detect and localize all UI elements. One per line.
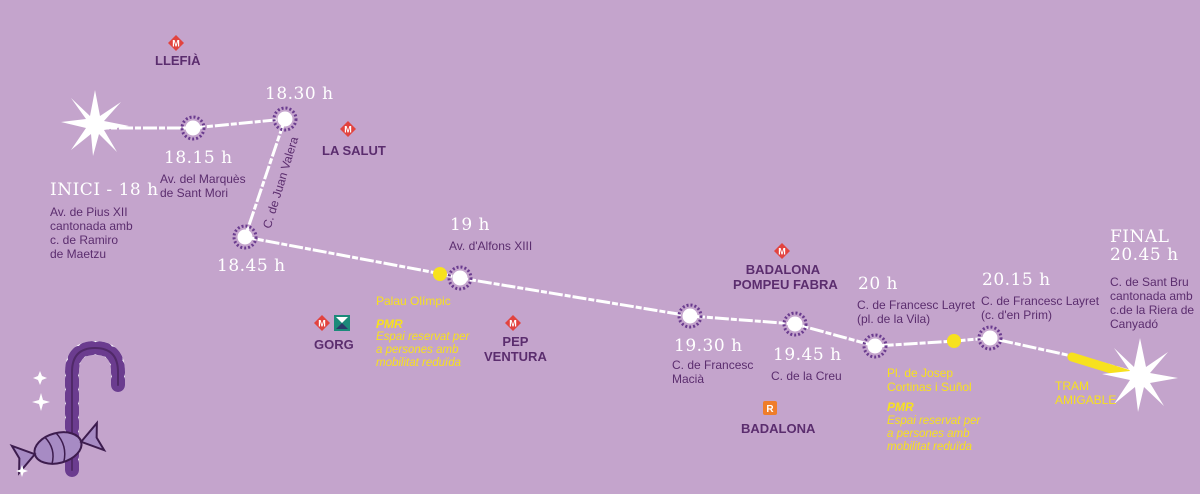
stop-address-1900: Av. d'Alfons XIII [449, 239, 533, 253]
stop-marker [862, 333, 888, 359]
pmr-title-2: PMR [887, 400, 914, 414]
stop-time-2015: 20.15 h [982, 270, 1051, 290]
svg-text:M: M [344, 125, 352, 135]
candy-icon [9, 420, 107, 476]
metro-icon: M [314, 315, 330, 336]
stop-time-1815: 18.15 h [164, 148, 233, 168]
tram-icon [334, 315, 350, 336]
metro-station-la-salut: LA SALUT [322, 143, 386, 158]
pmr-title-1: PMR [376, 317, 403, 331]
stop-marker [977, 325, 1003, 351]
stop-marker [272, 106, 298, 132]
stop-time-1930: 19.30 h [674, 336, 743, 356]
stop-marker [180, 115, 206, 141]
stop-address-1945: C. de la Creu [771, 369, 842, 383]
metro-icon: M [505, 315, 521, 336]
stop-address-2000: C. de Francesc Layret(pl. de la Vila) [857, 298, 976, 326]
stop-time-1900: 19 h [450, 215, 490, 235]
svg-text:M: M [509, 319, 517, 329]
candy-cane-icon [65, 340, 125, 477]
finish-time: 20.45 h [1110, 245, 1179, 265]
svg-text:M: M [778, 247, 786, 257]
stop-time-1845: 18.45 h [217, 256, 286, 276]
metro-icon: M [340, 121, 356, 142]
sparkle-icon [16, 371, 50, 477]
rodalies-icon: R [763, 401, 777, 420]
stop-time-1945: 19.45 h [773, 345, 842, 365]
train-station-badalona: BADALONA [741, 421, 816, 436]
stop-time-2000: 20 h [858, 274, 898, 294]
stop-marker [232, 224, 258, 250]
stop-marker [677, 303, 703, 329]
start-time: INICI - 18 h [50, 180, 159, 200]
pmr-place-palau-olimpic: Palau Olímpic [376, 294, 451, 308]
metro-station-gorg: GORG [314, 337, 354, 352]
svg-text:M: M [172, 39, 180, 49]
svg-text:R: R [766, 404, 774, 415]
metro-station-llefia: LLEFIÀ [155, 53, 201, 68]
start-star-icon [61, 90, 129, 156]
metro-icon: M [168, 35, 184, 56]
stop-address-2015: C. de Francesc Layret(c. d'en Prim) [981, 294, 1100, 322]
stop-markers [180, 106, 1003, 359]
finish-star-icon [1102, 338, 1178, 412]
svg-text:M: M [318, 319, 326, 329]
finish-title: FINAL [1110, 227, 1170, 247]
stop-marker [447, 265, 473, 291]
stop-marker [782, 311, 808, 337]
stop-time-1830: 18.30 h [265, 84, 334, 104]
metro-icon: M [774, 243, 790, 264]
pmr-point-palau [433, 267, 447, 281]
pmr-point-cortinas [947, 334, 961, 348]
